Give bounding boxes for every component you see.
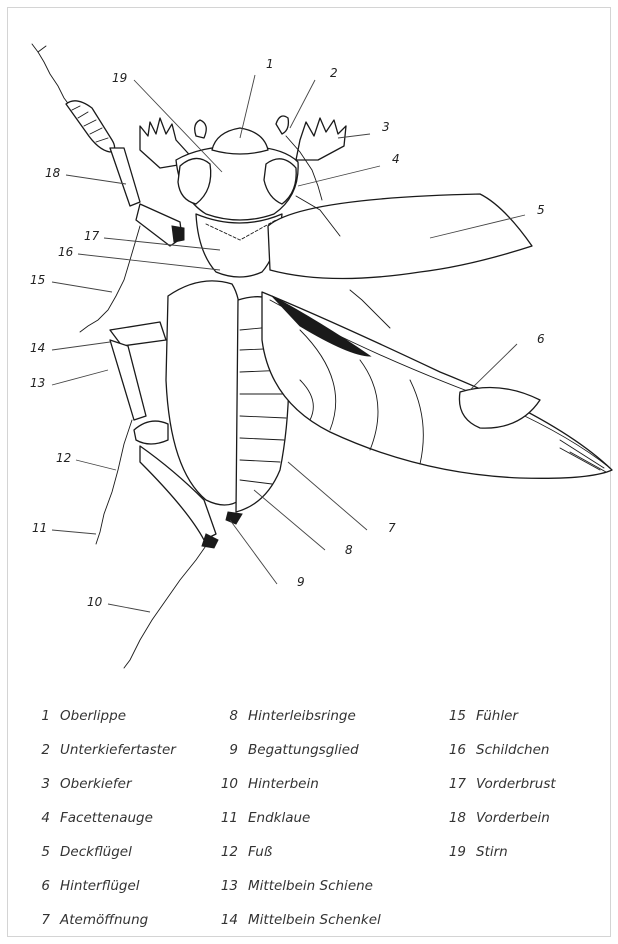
beetle-illustration xyxy=(32,44,612,668)
callout-15: 15 xyxy=(30,273,45,287)
callout-2: 2 xyxy=(330,66,338,80)
callout-3: 3 xyxy=(382,120,390,134)
callout-16: 16 xyxy=(58,245,74,259)
callout-8: 8 xyxy=(345,543,353,557)
callout-10: 10 xyxy=(87,595,103,609)
callout-4: 4 xyxy=(392,152,400,166)
callout-9: 9 xyxy=(297,575,305,589)
callout-18: 18 xyxy=(45,166,61,180)
callout-12: 12 xyxy=(56,451,71,465)
callout-1: 1 xyxy=(266,57,274,71)
callout-13: 13 xyxy=(30,376,45,390)
callout-7: 7 xyxy=(388,521,396,535)
callout-6: 6 xyxy=(537,332,545,346)
beetle-diagram: 1 2 3 4 5 6 7 8 9 10 11 12 13 14 15 16 1… xyxy=(0,0,618,690)
callout-19: 19 xyxy=(112,71,127,85)
callout-17: 17 xyxy=(84,229,100,243)
callout-5: 5 xyxy=(537,203,545,217)
callout-11: 11 xyxy=(32,521,47,535)
callout-14: 14 xyxy=(30,341,45,355)
